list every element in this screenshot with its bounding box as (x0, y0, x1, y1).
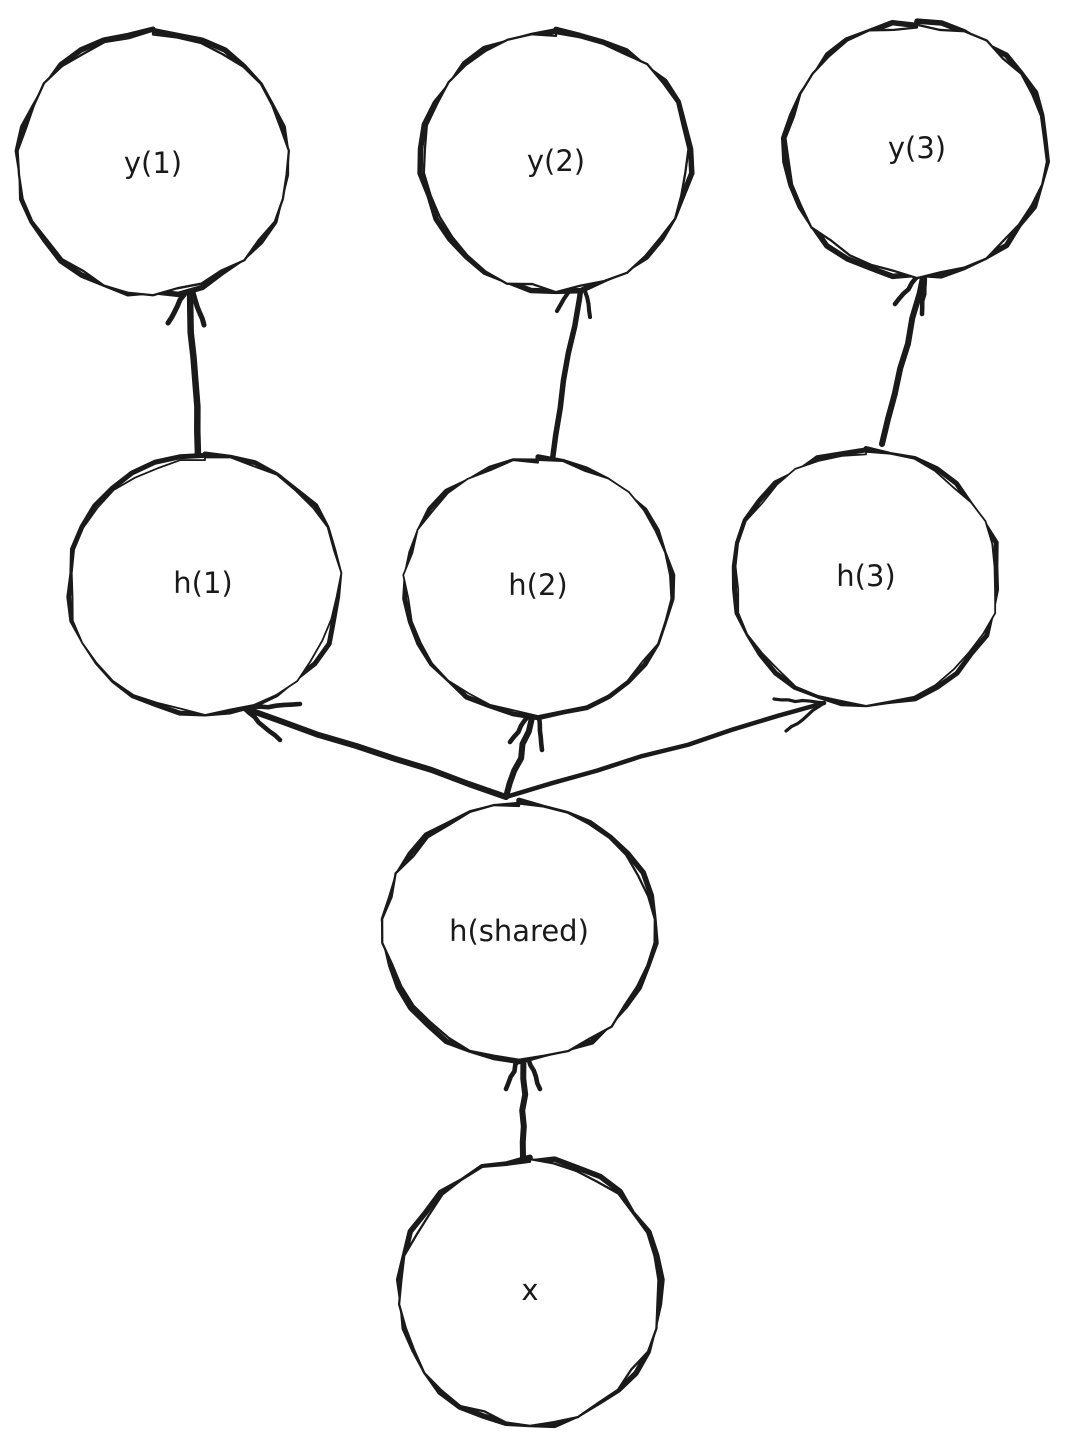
node-label: y(3) (888, 131, 946, 165)
edge-h1-to-y1 (165, 279, 207, 460)
node-y3[interactable]: y(3) (780, 18, 1050, 280)
node-y2[interactable]: y(2) (417, 26, 695, 295)
node-circle-overstroke (70, 456, 343, 716)
node-label: h(3) (836, 559, 895, 593)
edge-h2-to-y2 (549, 268, 593, 466)
node-circle-overstroke (422, 31, 690, 294)
edges-layer (165, 265, 928, 1161)
node-circle-overstroke (734, 450, 997, 707)
node-label: y(2) (527, 144, 585, 178)
node-label: y(1) (124, 146, 182, 180)
edge-shaft (503, 702, 540, 800)
node-circle-overstroke (784, 23, 1049, 280)
node-h3[interactable]: h(3) (731, 446, 1000, 708)
node-hshared[interactable]: h(shared) (380, 797, 659, 1065)
edge-shaft (503, 700, 827, 800)
edge-shaft (241, 705, 509, 800)
node-x[interactable]: x (395, 1154, 665, 1429)
node-circle-overstroke (380, 802, 657, 1061)
node-y1[interactable]: y(1) (14, 26, 291, 298)
arrowhead-barb-right (241, 705, 283, 743)
edge-shaft (549, 268, 586, 466)
edge-hshared-to-h1 (241, 701, 509, 800)
node-label: h(1) (173, 566, 232, 600)
edge-shaft (879, 265, 928, 447)
node-circle-overstroke (402, 459, 673, 717)
nodes-layer: y(1) y(2) y(3) h(1) h(2) h(3) h(shared) x (14, 18, 1050, 1429)
node-circle-overstroke (397, 1157, 660, 1428)
arrowhead-barb-right (784, 701, 826, 733)
node-h2[interactable]: h(2) (402, 454, 676, 721)
node-label: h(shared) (449, 914, 589, 948)
edge-x-to-hshared (503, 1044, 543, 1161)
edge-shaft (186, 279, 202, 460)
node-label: h(2) (508, 568, 567, 602)
arrowhead-barb-left (772, 697, 826, 705)
node-circle-overstroke (16, 29, 291, 297)
node-h1[interactable]: h(1) (66, 451, 343, 717)
edge-hshared-to-h3 (503, 697, 827, 800)
node-label: x (521, 1273, 538, 1307)
edge-h3-to-y3 (879, 265, 928, 447)
edge-shaft (519, 1044, 529, 1161)
